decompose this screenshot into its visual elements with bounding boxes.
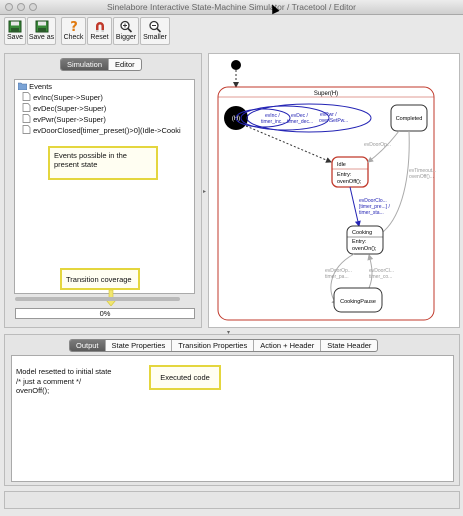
tab-transition-properties[interactable]: Transition Properties <box>172 340 255 351</box>
coverage-progress-bar: 0% <box>15 308 195 319</box>
events-root[interactable]: Events <box>17 81 53 92</box>
tab-state-properties[interactable]: State Properties <box>106 340 173 351</box>
svg-text:evDoorOp...: evDoorOp... <box>325 268 352 274</box>
tab-editor[interactable]: Editor <box>115 60 135 69</box>
events-callout: Events possible in the present state <box>48 146 158 180</box>
event-item[interactable]: evDec(Super->Super) <box>22 103 106 114</box>
svg-text:evDoorCl...: evDoorCl... <box>369 268 394 274</box>
floppy-disk-icon <box>35 20 48 33</box>
transition-completed-idle[interactable] <box>367 130 400 163</box>
document-icon <box>22 125 31 134</box>
events-horizontal-scrollbar[interactable] <box>15 297 180 301</box>
svg-text:Idle: Idle <box>337 162 346 168</box>
svg-text:?: ? <box>70 20 78 33</box>
state-cookingpause[interactable]: CookingPause <box>333 287 383 313</box>
tab-state-header[interactable]: State Header <box>327 341 372 350</box>
svg-text:Super(H): Super(H) <box>314 91 338 97</box>
horizontal-splitter-handle[interactable]: ▾ <box>227 330 231 336</box>
bigger-button[interactable]: Bigger <box>113 17 139 45</box>
events-tree: Events evInc(Super->Super) evDec(Super->… <box>14 79 195 294</box>
zoom-out-icon <box>149 20 162 33</box>
output-text-area[interactable]: Model resetted to initial state /* just … <box>11 355 454 482</box>
folder-icon <box>17 82 28 91</box>
event-item[interactable]: evPwr(Super->Super) <box>22 114 106 125</box>
tab-action-header[interactable]: Action + Header <box>254 340 322 351</box>
event-item[interactable]: evDoorClosed[timer_preset()>0](Idle->Coo… <box>22 125 181 136</box>
svg-text:timer_co...: timer_co... <box>369 274 392 280</box>
simulation-panel: Simulation Editor Events evInc(Super->Su… <box>4 53 202 328</box>
svg-text:evDoorOp...: evDoorOp... <box>364 142 391 148</box>
svg-text:Cooking: Cooking <box>352 230 372 236</box>
close-window-button[interactable] <box>5 3 13 11</box>
state-cooking[interactable]: Cooking Entry: ovenOn(); <box>346 225 384 255</box>
document-icon <box>22 92 31 101</box>
svg-text:ovenOff();: ovenOff(); <box>337 179 362 185</box>
document-icon <box>22 114 31 123</box>
floppy-disk-icon <box>8 20 22 33</box>
transition-idle-cooking[interactable] <box>349 186 361 227</box>
save-as-button[interactable]: Save as <box>27 17 56 45</box>
title-bar: Sinelabore Interactive State-Machine Sim… <box>0 0 463 15</box>
magnet-icon <box>95 22 104 32</box>
svg-text:CookingPause: CookingPause <box>340 299 376 305</box>
left-tab-bar: Simulation Editor <box>60 58 142 71</box>
state-idle[interactable]: Idle Entry: ovenOff(); <box>331 156 369 188</box>
coverage-callout: Transition coverage <box>60 268 140 290</box>
check-button[interactable]: ? Check <box>61 17 86 45</box>
svg-text:Entry:: Entry: <box>337 172 352 178</box>
svg-text:Entry:: Entry: <box>352 239 367 245</box>
zoom-window-button[interactable] <box>29 3 37 11</box>
status-bar <box>4 491 460 509</box>
coverage-percent: 0% <box>99 309 111 318</box>
state-super[interactable]: Super(H) <box>217 86 435 321</box>
svg-text:timer_inc...: timer_inc... <box>261 119 285 125</box>
code-callout: Executed code <box>149 365 221 390</box>
output-panel: Output State Properties Transition Prope… <box>4 334 460 486</box>
svg-text:timer_sta...: timer_sta... <box>359 210 384 216</box>
svg-text:ovenOff()...: ovenOff()... <box>409 174 434 180</box>
smaller-button[interactable]: Smaller <box>140 17 170 45</box>
vertical-splitter-handle[interactable]: ▸ <box>203 189 207 195</box>
svg-text:evTimeout...: evTimeout... <box>409 168 436 174</box>
svg-text:timer_dec...: timer_dec... <box>287 119 313 125</box>
output-line: Model resetted to initial state <box>16 367 112 376</box>
initial-pseudostate <box>231 60 241 70</box>
svg-text:timer_pa...: timer_pa... <box>325 274 349 280</box>
svg-text:evInc /: evInc / <box>265 113 280 119</box>
svg-text:Completed: Completed <box>396 116 423 122</box>
document-icon <box>22 103 31 112</box>
minimize-window-button[interactable] <box>17 3 25 11</box>
question-mark-icon: ? <box>70 20 78 33</box>
svg-text:evDoorClo...: evDoorClo... <box>359 198 387 204</box>
output-line: ovenOff(); <box>16 386 50 395</box>
svg-text:evDec /: evDec / <box>291 113 309 119</box>
tab-simulation[interactable]: Simulation <box>61 59 110 70</box>
bottom-tab-bar: Output State Properties Transition Prope… <box>69 339 379 352</box>
state-completed[interactable]: Completed <box>390 104 428 132</box>
svg-text:evPwr /: evPwr / <box>320 112 337 118</box>
tab-output[interactable]: Output <box>70 340 106 351</box>
transition-pause-cooking[interactable] <box>367 254 374 289</box>
window-title: Sinelabore Interactive State-Machine Sim… <box>107 2 356 12</box>
save-button[interactable]: Save <box>4 17 26 45</box>
event-item[interactable]: evInc(Super->Super) <box>22 92 103 103</box>
transition-evtimeout[interactable] <box>376 130 410 237</box>
svg-text:ovenSetPw...: ovenSetPw... <box>319 118 348 124</box>
output-line: /* just a comment */ <box>16 376 82 386</box>
transition-self-loops[interactable]: evInc / timer_inc... evDec / timer_dec..… <box>235 103 372 133</box>
reset-button[interactable]: Reset <box>87 17 112 45</box>
svg-text:ovenOn();: ovenOn(); <box>352 246 377 252</box>
zoom-in-icon <box>120 20 133 33</box>
events-root-label: Events <box>29 82 53 91</box>
svg-text:[timer_pre...] /: [timer_pre...] / <box>359 204 390 210</box>
state-diagram-panel: Super(H) (H) evInc / timer_inc... evDec … <box>208 53 460 328</box>
